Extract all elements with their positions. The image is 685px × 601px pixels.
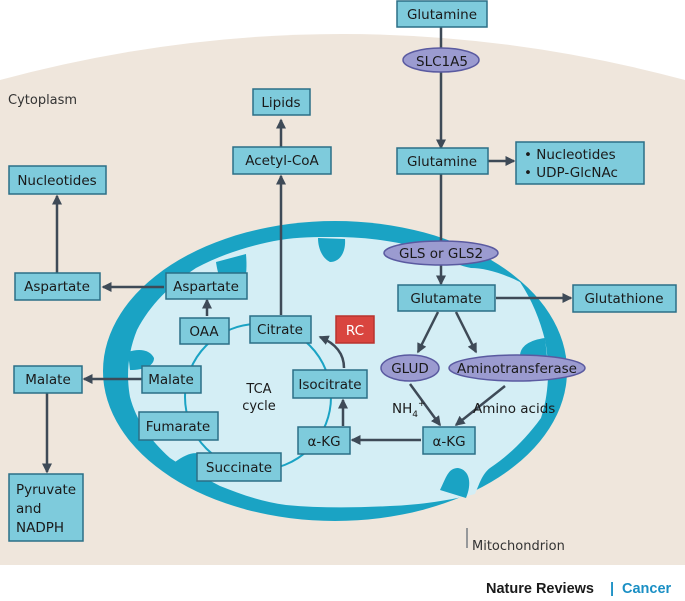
glud-enzyme [380, 354, 440, 382]
isocitrate-label: Isocitrate [298, 377, 361, 393]
aspartate-cytoplasm-box [14, 272, 101, 301]
aminotransferase-enzyme [448, 354, 586, 382]
glutamine-extracellular-box [396, 0, 488, 28]
crista [128, 350, 154, 370]
tca-label-line1: TCA [245, 382, 271, 397]
aminotransferase-label: Aminotransferase [457, 361, 577, 377]
nh4-label: NH4+ [392, 399, 426, 420]
oaa-label: OAA [189, 324, 219, 340]
footer-journal: Nature Reviews [486, 581, 594, 597]
nh4-text: NH [392, 401, 412, 417]
cytoplasm-label: Cytoplasm [8, 93, 77, 108]
arrow-glutamate-to-glud [416, 311, 440, 354]
tca-label-line2: cycle [242, 399, 276, 414]
arrow-aminotransferase-to-akg [454, 385, 506, 426]
lipids-label: Lipids [261, 95, 300, 111]
footer-separator: | [610, 581, 614, 597]
glutamine-cytoplasm-box [396, 147, 489, 175]
nucleotides-box [8, 165, 107, 195]
aspartate-mito-label: Aspartate [173, 279, 239, 295]
nh4-subscript: 4 [412, 410, 418, 420]
crista [440, 468, 470, 498]
gls-label: GLS or GLS2 [399, 246, 483, 262]
crista [318, 238, 346, 262]
acetyl-coa-label: Acetyl-CoA [245, 153, 319, 169]
rc-label: RC [346, 323, 364, 339]
arrow-isocitrate-to-citrate [318, 335, 346, 369]
products-line1: • Nucleotides [524, 147, 616, 163]
akg-mito-box [422, 426, 476, 455]
glutamate-box [397, 284, 496, 312]
pyruvate-nadph-box [8, 473, 84, 542]
fumarate-label: Fumarate [146, 419, 210, 435]
succinate-label: Succinate [206, 460, 272, 476]
mitochondrion-label: Mitochondrion [472, 539, 565, 554]
glutathione-box [572, 284, 677, 313]
slc1a5-label: SLC1A5 [416, 54, 468, 70]
malate-cytoplasm-box [13, 365, 83, 394]
footer-section: Cancer [622, 581, 672, 597]
products-box [515, 141, 645, 185]
arrow-glutamate-to-aminotransferase [454, 311, 478, 354]
glutathione-label: Glutathione [584, 291, 663, 307]
lipids-box [252, 88, 311, 116]
nucleotides-label: Nucleotides [17, 173, 96, 189]
glutamate-label: Glutamate [410, 291, 481, 307]
fumarate-box [138, 411, 219, 441]
oaa-box [179, 317, 230, 345]
malate-mito-box [141, 365, 202, 394]
citrate-box [249, 315, 312, 344]
nadph-label: NADPH [16, 520, 64, 536]
akg-tca-label: α-KG [307, 434, 340, 450]
arrow-glud-to-akg [408, 383, 442, 427]
pyruvate-label: Pyruvate [16, 482, 76, 498]
glud-label: GLUD [391, 361, 429, 377]
akg-mito-label: α-KG [432, 434, 465, 450]
isocitrate-box [292, 369, 368, 399]
malate-cytoplasm-label: Malate [25, 372, 71, 388]
glutamine-extracellular-label: Glutamine [407, 7, 477, 23]
respiratory-chain-box [335, 315, 375, 344]
aspartate-mito-box [165, 272, 248, 300]
nh4-superscript: + [418, 399, 426, 409]
citrate-label: Citrate [257, 322, 303, 338]
aspartate-cytoplasm-label: Aspartate [24, 279, 90, 295]
products-line2: • UDP-GlcNAc [524, 165, 618, 181]
amino-acids-label: Amino acids [473, 401, 555, 417]
malate-mito-label: Malate [148, 372, 194, 388]
akg-tca-box [297, 426, 351, 455]
gls-enzyme [383, 240, 499, 266]
acetyl-coa-box [232, 146, 332, 175]
succinate-box [196, 452, 282, 482]
slc1a5-transporter [402, 47, 480, 73]
glutamine-cytoplasm-label: Glutamine [407, 154, 477, 170]
and-label: and [16, 501, 41, 517]
